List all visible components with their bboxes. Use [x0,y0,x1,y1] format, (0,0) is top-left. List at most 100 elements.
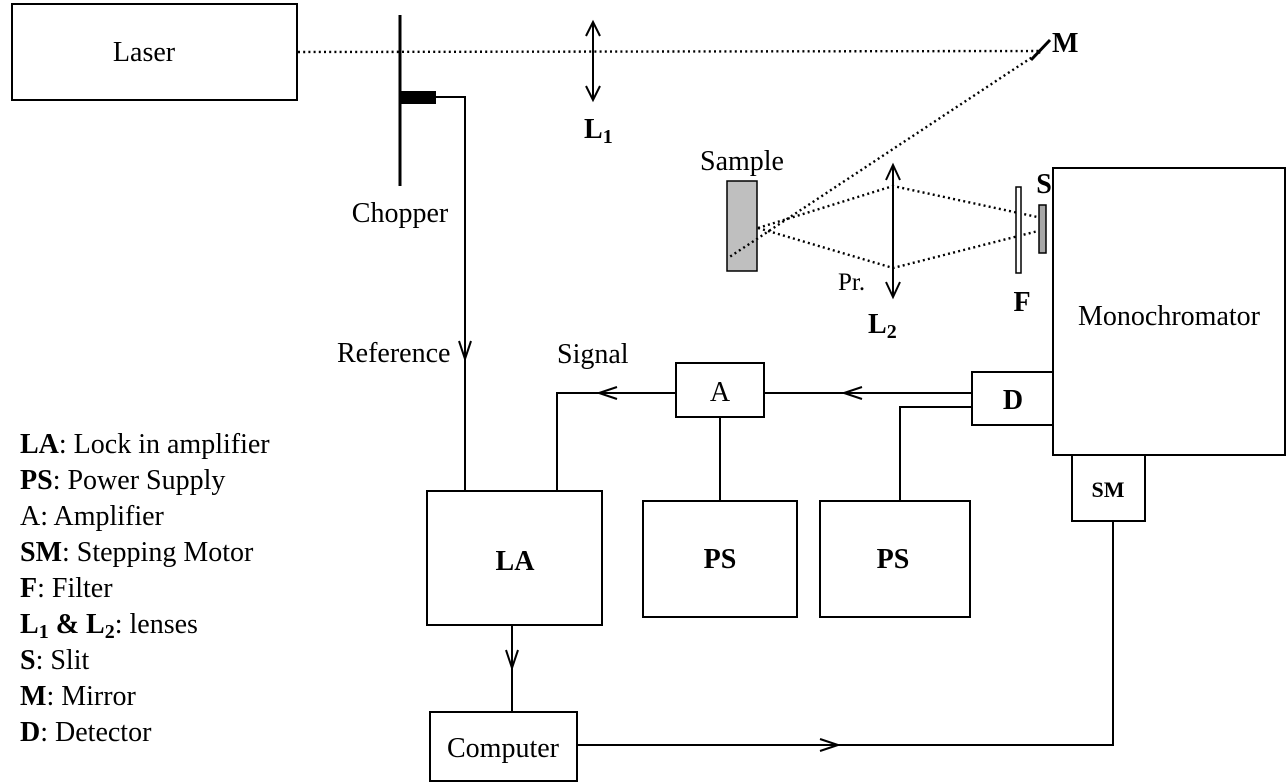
legend-desc: : lenses [115,609,198,640]
legend-abbr: L [20,609,39,640]
mirror: M [1029,28,1078,62]
arrow-lock-in-to-computer [505,649,519,672]
chopper-label: Chopper [352,198,449,229]
legend-desc: : Detector [40,717,152,748]
monochromator: Monochromator [1052,167,1286,456]
power-supply-label: PS [704,544,737,575]
slit-label: S [1036,169,1052,200]
stepping-motor: SM [1071,454,1146,522]
legend-desc: : Stepping Motor [62,537,254,568]
filter-label: F [1013,287,1030,318]
legend-abbr: A [20,501,41,532]
arrow-detector-to-amplifier [840,386,863,400]
detector: D [971,371,1054,426]
reference-label: Reference [337,338,450,369]
legend-item: A: Amplifier [20,501,165,532]
reference-arrow-head [458,340,472,363]
computer: Computer [429,711,578,782]
lens-l1-letter: L [584,114,603,145]
legend-abbr: F [20,573,37,604]
beam-laser-to-mirror [297,49,1041,54]
arrow-signal [595,386,618,400]
detector-box [971,371,1054,426]
power-supply-label: PS [877,544,910,575]
power-supply-box [819,500,971,618]
legend-item: F: Filter [20,573,113,604]
power-supply-box [642,500,798,618]
legend-abbr-subscript: 2 [105,621,115,643]
laser-box [11,3,298,101]
sample-label: Sample [700,146,784,177]
wire-detector-to-power-supply [899,406,972,501]
mirror-label: M [1052,28,1078,59]
arrow-computer-to-stepping-motor [819,738,842,752]
laser-label: Laser [113,37,176,68]
detector-label: D [1003,385,1023,416]
legend-desc: : Filter [37,573,113,604]
stepping-motor-box [1071,454,1146,522]
legend-item: SM: Stepping Motor [20,537,254,568]
power-supply-detector: PS [819,500,971,618]
lens-l2-label: L2 [868,309,897,343]
legend-item: PS: Power Supply [20,465,225,496]
legend-abbr: D [20,717,40,748]
legend-abbr: L [86,609,105,640]
monochromator-box [1052,167,1286,456]
lens-l2-arrow-bottom [885,281,901,300]
lens-l2-subscript: 2 [887,321,897,343]
sample: Sample [700,146,784,272]
wire-amplifier-to-lock-in [556,392,676,491]
slit-body [1038,204,1047,254]
slit: S [1036,169,1052,254]
stepping-motor-label: SM [1092,477,1125,502]
lens-l1-arrow-top [585,19,601,37]
legend-desc: : Amplifier [40,501,164,532]
signal-label: Signal [557,339,629,370]
legend-item-lenses: L1 & L2: lenses [20,609,198,643]
laser: Laser [11,3,298,101]
legend-desc: : Slit [36,645,90,676]
legend-abbr: PS [20,465,53,496]
computer-box [429,711,578,782]
amplifier-label: A [710,377,731,408]
lock-in-label: LA [496,546,536,577]
legend-desc: : Power Supply [53,465,226,496]
wire-computer-to-stepping-motor [577,521,1114,746]
lock-in-box [426,490,603,626]
lens-l2-letter: L [868,309,887,340]
chopper-pickup [400,91,436,104]
lock-in-amplifier: LA [426,490,603,626]
reference-connection: Reference [337,96,472,491]
lens-l2-arrow-top [885,162,901,181]
legend-item: LA: Lock in amplifier [20,429,270,460]
monochromator-label: Monochromator [1078,301,1261,332]
mirror-surface [1029,38,1052,62]
legend-abbr: S [20,645,36,676]
legend-desc: : Mirror [46,681,136,712]
sample-plate [726,180,758,272]
computer-label: Computer [447,733,560,764]
lens-l1-subscript: 1 [603,126,613,148]
legend-abbr-subscript: 1 [39,621,49,643]
probe-label: Pr. [838,269,865,296]
lens-l2: Pr. L2 [838,162,901,343]
legend-abbr: LA [20,429,60,460]
legend-item: M: Mirror [20,681,137,712]
power-supply-amplifier: PS [642,500,798,618]
amplifier: A [675,362,765,418]
legend-abbr: M [20,681,46,712]
legend-item: D: Detector [20,717,152,748]
legend-desc: : Lock in amplifier [59,429,270,460]
filter-plate [1015,186,1022,274]
filter: F [1013,186,1031,318]
legend-joiner: & [49,609,86,640]
legend-abbr: SM [20,537,62,568]
chopper: Chopper [352,15,449,229]
lens-l1: L1 [584,19,613,148]
legend-item: S: Slit [20,645,89,676]
lens-l1-label: L1 [584,114,613,148]
lens-l1-arrow-bottom [585,85,601,103]
amplifier-box [675,362,765,418]
legend: LA: Lock in amplifier PS: Power Supply A… [20,429,270,748]
